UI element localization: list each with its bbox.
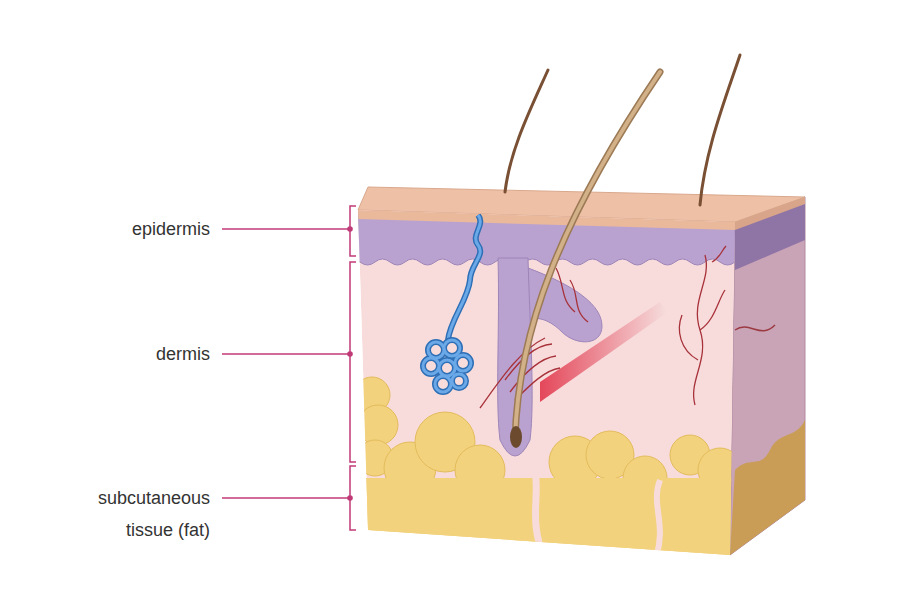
fat-lobule [358, 405, 398, 445]
coil-loop [444, 340, 460, 356]
hair [505, 70, 548, 192]
sweat-coil-inner [423, 340, 471, 392]
layer-bracket [350, 262, 356, 462]
fat-layer [350, 478, 750, 568]
side-vessel [735, 325, 775, 331]
leader-line [222, 353, 350, 355]
hair-shaft-outline [515, 72, 660, 440]
fat-layer [350, 478, 750, 568]
capillary [570, 280, 588, 322]
hairs [505, 55, 740, 440]
leader-line [222, 228, 350, 230]
sweat-coil [423, 340, 471, 392]
layer-label: epidermis [132, 213, 210, 245]
coil-loop [428, 342, 444, 358]
sweat-duct [448, 215, 480, 340]
coil-loop [439, 360, 455, 376]
coil-loop [435, 376, 451, 392]
coil-loop [435, 376, 451, 392]
leader-dot [347, 495, 353, 501]
side-fat [730, 420, 805, 555]
skin-top-layer [358, 210, 735, 230]
layer-label: dermis [156, 338, 210, 370]
layer-label: subcutaneous tissue (fat) [60, 482, 210, 546]
arrector-pili-muscle [540, 302, 668, 402]
leader-dot [347, 226, 353, 232]
coil-loop [455, 355, 471, 371]
coil-loop [423, 358, 439, 374]
leader-dot [347, 351, 353, 357]
brackets [222, 206, 356, 530]
side-dermis [730, 197, 805, 555]
leader-line [222, 497, 350, 499]
hair [700, 55, 740, 205]
fat-septum [535, 470, 545, 560]
coil-loop [452, 374, 466, 388]
fat-lobules [350, 377, 750, 568]
fat-septum [655, 480, 660, 560]
sweat-duct [448, 215, 480, 340]
nerve [480, 338, 545, 408]
blood-vessel [712, 246, 726, 262]
coil-loop [452, 374, 466, 388]
blood-vessel [679, 315, 698, 360]
coil-loop [444, 340, 460, 356]
side-face [730, 197, 805, 555]
hair-bulb [510, 426, 522, 448]
capillary [556, 268, 575, 312]
hair-shaft [515, 72, 660, 440]
leader-dots [347, 226, 353, 501]
sweat-gland [423, 215, 480, 392]
coil-loop [423, 358, 439, 374]
coil-loop [455, 355, 471, 371]
blood-vessel [700, 290, 725, 330]
